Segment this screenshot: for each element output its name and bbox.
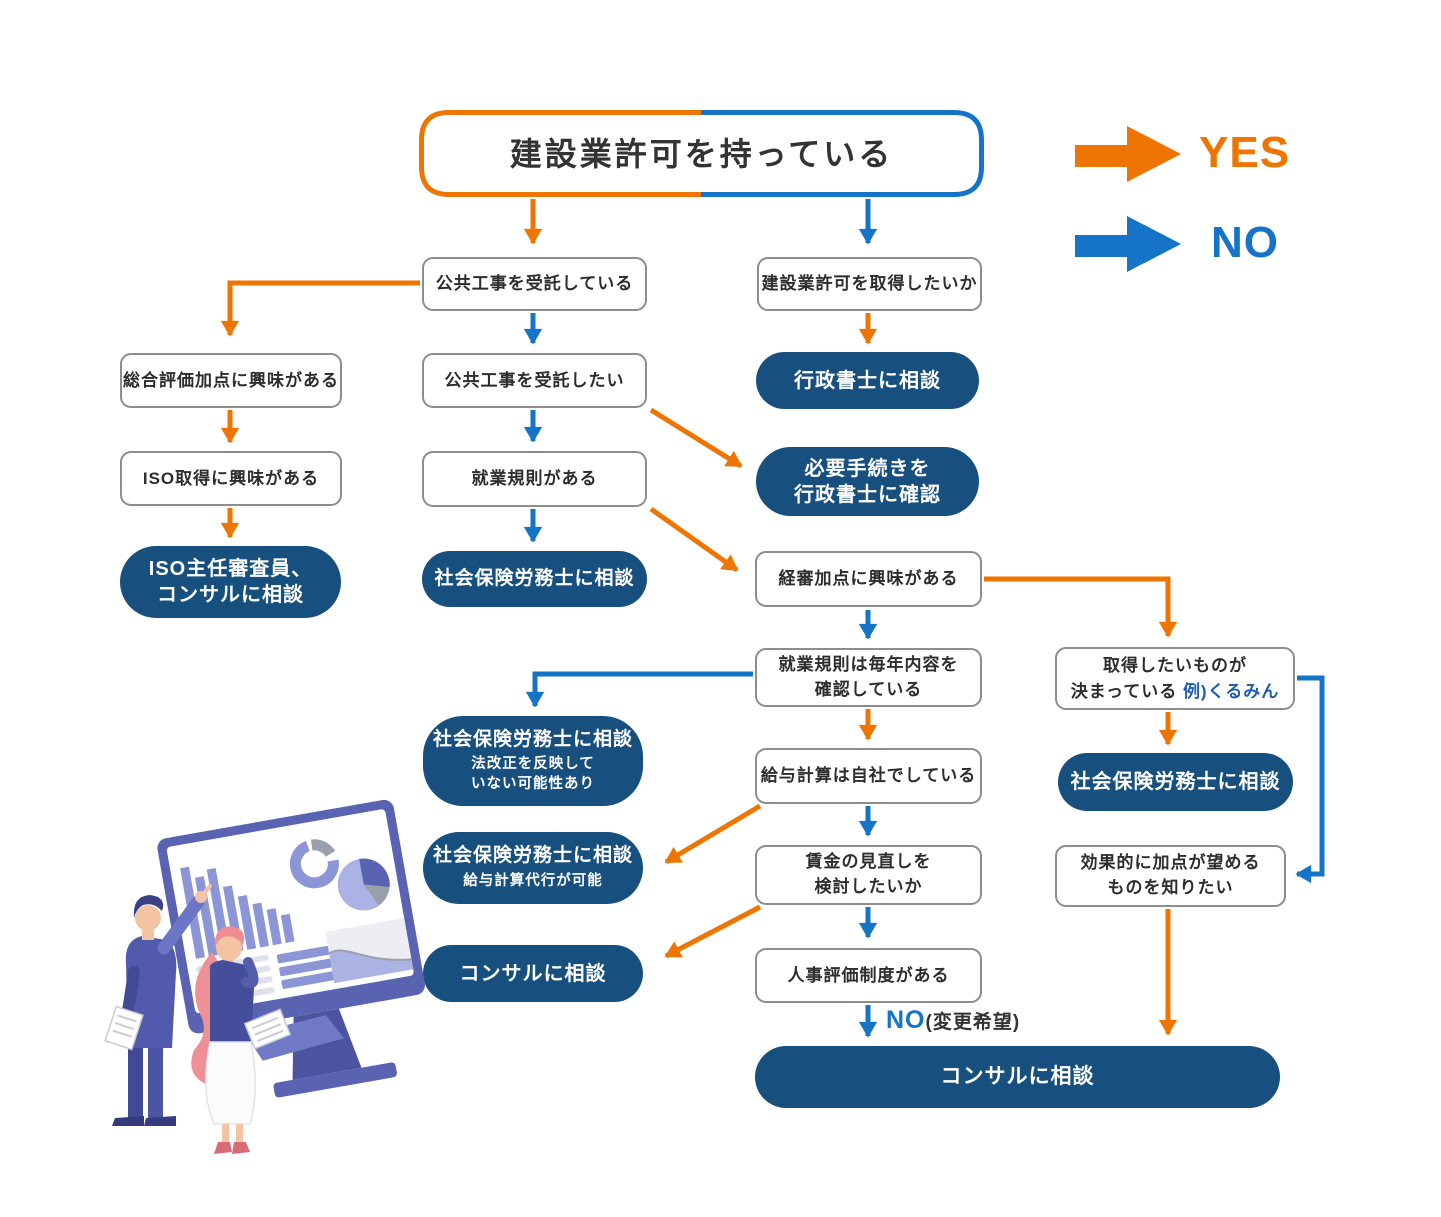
legend-no-label: NO: [1211, 218, 1279, 267]
sharoushi-law-update-main: 社会保険労務士に相談: [432, 728, 633, 750]
node-sharoushi-consult-right: 社会保険労務士に相談: [1058, 753, 1293, 811]
sharoushi-payroll-agency-sub: 給与計算代行が可能: [463, 873, 603, 890]
arrow-pubwish-to-procedures: [649, 407, 743, 469]
node-work-rules-exist: 就業規則がある: [422, 451, 647, 507]
legend-yes-label: YES: [1199, 128, 1291, 177]
sharoushi-law-update-sub: 法改正を反映して いない可能性あり: [471, 756, 595, 792]
target-decided-example-note: 例)くるみん: [1182, 681, 1280, 701]
arrow-wage-to-consul-left: [664, 904, 762, 959]
node-hr-evaluation: 人事評価制度がある: [755, 948, 982, 1003]
node-wage-review: 賃金の見直しを 検討したいか: [755, 845, 982, 905]
no-change-request-label: NO(変更希望): [886, 1006, 1020, 1035]
no-change-paren: (変更希望): [925, 1012, 1021, 1033]
node-license-wanted: 建設業許可を取得したいか: [757, 257, 982, 311]
legend-yes-arrow: [1075, 126, 1181, 182]
node-consultant-left: コンサルに相談: [423, 945, 643, 1002]
node-root-question: 建設業許可を持っている: [509, 135, 894, 172]
arrow-public-works-to-overall-eval: [220, 280, 420, 337]
node-target-decided: 取得したいものが 決まっている 例)くるみん: [1055, 647, 1295, 710]
arrow-rules-to-keishin: [649, 506, 739, 573]
node-procedures-check: 必要手続きを 行政書士に確認: [756, 447, 979, 516]
node-sharoushi-payroll-agency: 社会保険労務士に相談 給与計算代行が可能: [423, 832, 643, 904]
arrow-yearly-to-law-update: [525, 671, 753, 708]
yes-arrows: [220, 199, 1178, 1036]
pie-chart-graphic: [337, 858, 390, 911]
target-decided-line1: 取得したいものが: [1103, 656, 1247, 675]
woman-figure: [191, 926, 292, 1154]
donut-chart-graphic: [289, 839, 339, 889]
node-sharoushi-consult-mid: 社会保険労務士に相談: [422, 551, 647, 607]
sharoushi-payroll-agency-main: 社会保険労務士に相談: [432, 845, 633, 867]
node-sharoushi-law-update: 社会保険労務士に相談 法改正を反映して いない可能性あり: [423, 716, 643, 806]
no-arrows: [523, 199, 1325, 1038]
node-public-works-wish: 公共工事を受託したい: [422, 353, 647, 408]
no-change-no-word: NO: [886, 1006, 926, 1034]
node-consultant-final: コンサルに相談: [755, 1046, 1280, 1108]
node-keishin-interest: 経審加点に興味がある: [755, 551, 982, 607]
man-figure: [104, 884, 212, 1126]
node-public-works-active: 公共工事を受託している: [422, 257, 647, 311]
arrow-keishin-to-target: [984, 576, 1178, 638]
node-overall-eval-interest: 総合評価加点に興味がある: [120, 353, 342, 408]
target-decided-line2: 決まっている 例)くるみん: [1071, 679, 1280, 705]
root-box-frame: [419, 110, 984, 197]
node-iso-auditor-consult: ISO主任審査員、 コンサルに相談: [120, 546, 341, 618]
arrow-payroll-to-agency: [664, 803, 762, 865]
node-payroll-inhouse: 給与計算は自社でしている: [755, 748, 982, 804]
target-decided-line2-text: 決まっている: [1070, 681, 1183, 701]
arrow-target-to-effective: [1295, 675, 1325, 884]
people-monitor-illustration: [104, 799, 425, 1154]
node-gyosei-shoshi-consult: 行政書士に相談: [756, 352, 979, 409]
legend-no-arrow: [1075, 216, 1181, 272]
area-chart-graphic: [325, 918, 414, 984]
node-effective-points: 効果的に加点が望める ものを知りたい: [1055, 845, 1286, 907]
node-rules-checked-yearly: 就業規則は毎年内容を 確認している: [755, 648, 982, 707]
node-iso-interest: ISO取得に興味がある: [120, 451, 342, 506]
